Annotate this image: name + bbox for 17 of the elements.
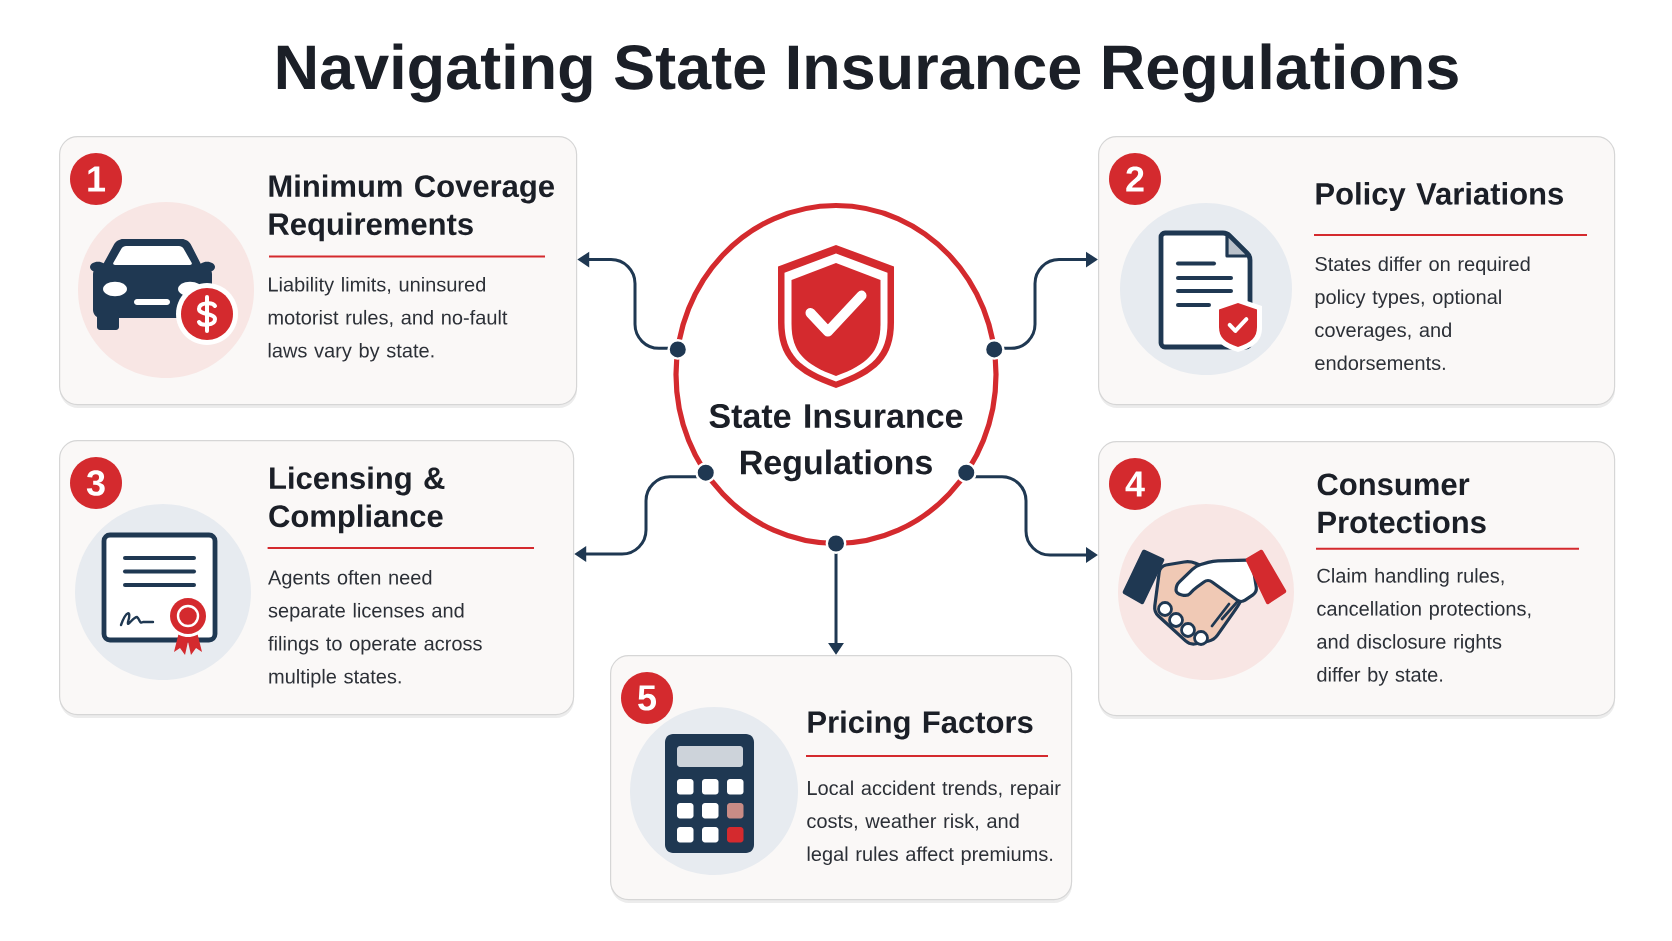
card-heading: Pricing Factors bbox=[808, 710, 1033, 740]
card-heading: Consumer Protections bbox=[1317, 473, 1486, 534]
card-text: States differ on required policy types, optional coverages, and endorsements. bbox=[1315, 256, 1530, 371]
number-badge: 3 bbox=[70, 457, 122, 509]
card-heading: Policy Variations bbox=[1316, 182, 1563, 211]
card-heading: Minimum Coverage Requirements bbox=[269, 174, 554, 242]
number-badge: 5 bbox=[621, 672, 673, 724]
hub-title: State Insurance Regulations bbox=[709, 404, 963, 482]
card-text: Liability limits, uninsured motorist rules, and no-fault laws vary by state. bbox=[268, 276, 508, 362]
card-text: Claim handling rules, cancellation protections, and disclosure rights differ by state. bbox=[1317, 568, 1531, 686]
number-badge: 2 bbox=[1109, 153, 1161, 205]
card-text: Agents often need separate licenses and filings to operate across multiple states. bbox=[268, 569, 482, 688]
card-text: Local accident trends, repair costs, weather risk, and legal rules affect premiums. bbox=[807, 780, 1061, 866]
number-badge: 4 bbox=[1109, 458, 1161, 510]
title: Navigating State Insurance Regulations bbox=[277, 43, 1458, 103]
card-heading: Licensing & Compliance bbox=[269, 466, 445, 534]
number-badge: 1 bbox=[70, 153, 122, 205]
